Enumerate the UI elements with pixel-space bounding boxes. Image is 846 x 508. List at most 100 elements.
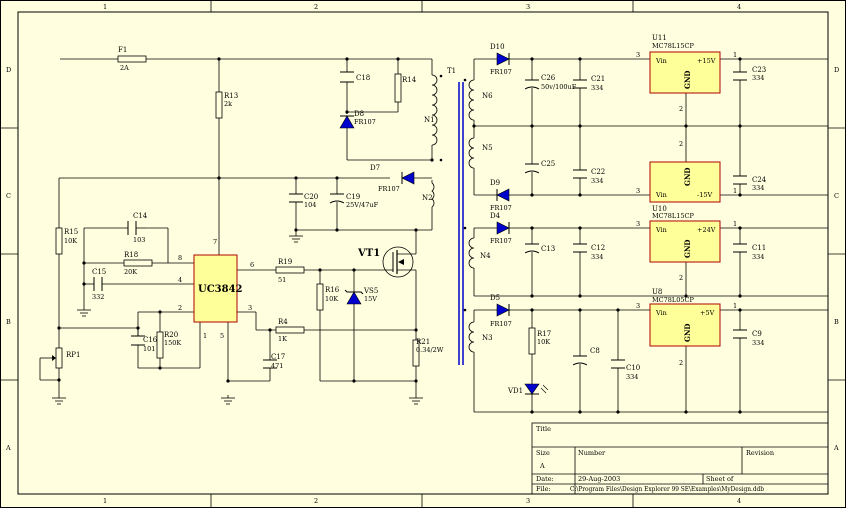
c17-ref: C17 [271, 353, 285, 361]
diode-d5 [496, 303, 510, 317]
d5-value: FR107 [490, 320, 512, 328]
capacitor-c12 [573, 243, 587, 253]
col-label-1-top: 1 [103, 3, 107, 11]
resistor-r13 [215, 91, 223, 119]
d10-ref: D10 [490, 43, 505, 51]
resistor-r14 [394, 73, 402, 103]
r4-value: 1K [278, 335, 287, 343]
u10-out: -15V [697, 191, 712, 199]
col-label-4-bottom: 4 [737, 497, 741, 505]
u-pin4: 4 [178, 276, 182, 284]
c18-ref: C18 [356, 74, 370, 82]
n2-ref: N2 [422, 194, 433, 202]
c17-value: 471 [271, 362, 283, 370]
d9-ref: D9 [490, 179, 500, 187]
row-label-b-left: B [6, 318, 11, 326]
d9-value: FR107 [490, 204, 512, 212]
row-label-d-right: D [834, 66, 839, 74]
size-label: Size [536, 449, 550, 457]
capacitor-c11 [733, 243, 747, 253]
c23-value: 334 [752, 74, 764, 82]
u8-vin: Vin [655, 309, 667, 317]
capacitor-c15 [93, 277, 103, 291]
u-pin2: 2 [178, 304, 182, 312]
regulator-u10 [649, 161, 721, 203]
row-label-c-left: C [6, 192, 11, 200]
c26-value: 50v/100uF [541, 83, 577, 91]
c24-value: 334 [752, 184, 764, 192]
title-block [531, 422, 829, 495]
u11-pin-in: 3 [636, 51, 640, 59]
capacitor-c20 [289, 193, 303, 203]
u8-gnd: GND [683, 324, 692, 342]
u10-vin: Vin [655, 191, 667, 199]
d8-value: FR107 [354, 118, 376, 126]
potentiometer-rp1 [52, 347, 63, 369]
r13-value: 2k [224, 100, 232, 108]
c9-ref: C9 [752, 330, 762, 338]
n1-ref: N1 [424, 116, 435, 124]
u11-gnd: GND [683, 71, 692, 89]
primary-wiring [39, 58, 433, 398]
diode-d9 [496, 188, 510, 202]
d10-value: FR107 [490, 68, 512, 76]
row-label-c-right: C [834, 192, 839, 200]
r19-value: 51 [278, 276, 286, 284]
capacitor-c8 [572, 355, 588, 366]
resistor-r16 [316, 283, 324, 311]
row-label-a-left: A [5, 444, 11, 452]
d7-ref: D7 [370, 164, 380, 172]
revision-label: Revision [746, 449, 774, 457]
ground-symbols-primary [52, 235, 423, 405]
c21-ref: C21 [591, 75, 605, 83]
u10-part: MC78L15CP [652, 212, 694, 220]
file-label: File: [536, 485, 551, 493]
u11-ref: U11 [652, 34, 667, 42]
resistor-r20 [156, 331, 164, 359]
u11-part: MC78L15CP [652, 42, 694, 50]
u8-part: MC78L05CP [652, 296, 694, 304]
n3-ref: N3 [482, 334, 493, 342]
c15-value: 332 [92, 293, 104, 301]
d4-ref: D4 [490, 212, 501, 220]
r16-value: 10K [325, 295, 338, 303]
d8-ref: D8 [354, 110, 364, 118]
u9-out: +24V [697, 226, 716, 234]
n4-ref: N4 [480, 252, 491, 260]
u8-pin-gnd: 2 [679, 359, 683, 367]
capacitor-c9 [733, 329, 747, 339]
resistor-r15 [55, 227, 63, 255]
file-value: C:\Program Files\Design Explorer 99 SE\E… [570, 485, 764, 493]
sheet-label: Sheet of [706, 475, 734, 483]
u-pin8: 8 [178, 254, 182, 262]
r17-ref: R17 [537, 330, 551, 338]
d5-ref: D5 [490, 294, 500, 302]
resistor-r17 [528, 327, 536, 355]
resistor-r21 [412, 339, 420, 367]
u9-vin: Vin [655, 226, 667, 234]
capacitor-c22 [573, 169, 587, 179]
u8-pin-in: 3 [636, 302, 640, 310]
f1-ref: F1 [118, 46, 127, 54]
sheet-inner-border [17, 11, 829, 495]
uc3842-label: UC3842 [198, 284, 243, 295]
vd1-ref: VD1 [507, 387, 523, 395]
regulator-u8 [649, 303, 721, 347]
r13-ref: R13 [224, 92, 238, 100]
r21-value: 0.34/2W [416, 346, 444, 354]
r14-ref: R14 [402, 76, 417, 84]
c10-ref: C10 [626, 364, 640, 372]
c8-ref: C8 [590, 347, 600, 355]
u8-out: +5V [700, 309, 715, 317]
capacitor-c10 [611, 359, 625, 369]
u11-pin-out: 1 [733, 51, 737, 59]
u9-pin-out: 1 [733, 220, 737, 228]
diode-d8 [339, 115, 355, 129]
u10-pin-in: 3 [636, 187, 640, 195]
mosfet-vt1 [382, 246, 417, 278]
r21-ref: R21 [416, 338, 430, 346]
capacitor-c21 [573, 79, 587, 89]
u9-pin-gnd: 2 [679, 274, 683, 282]
number-label: Number [578, 449, 606, 457]
